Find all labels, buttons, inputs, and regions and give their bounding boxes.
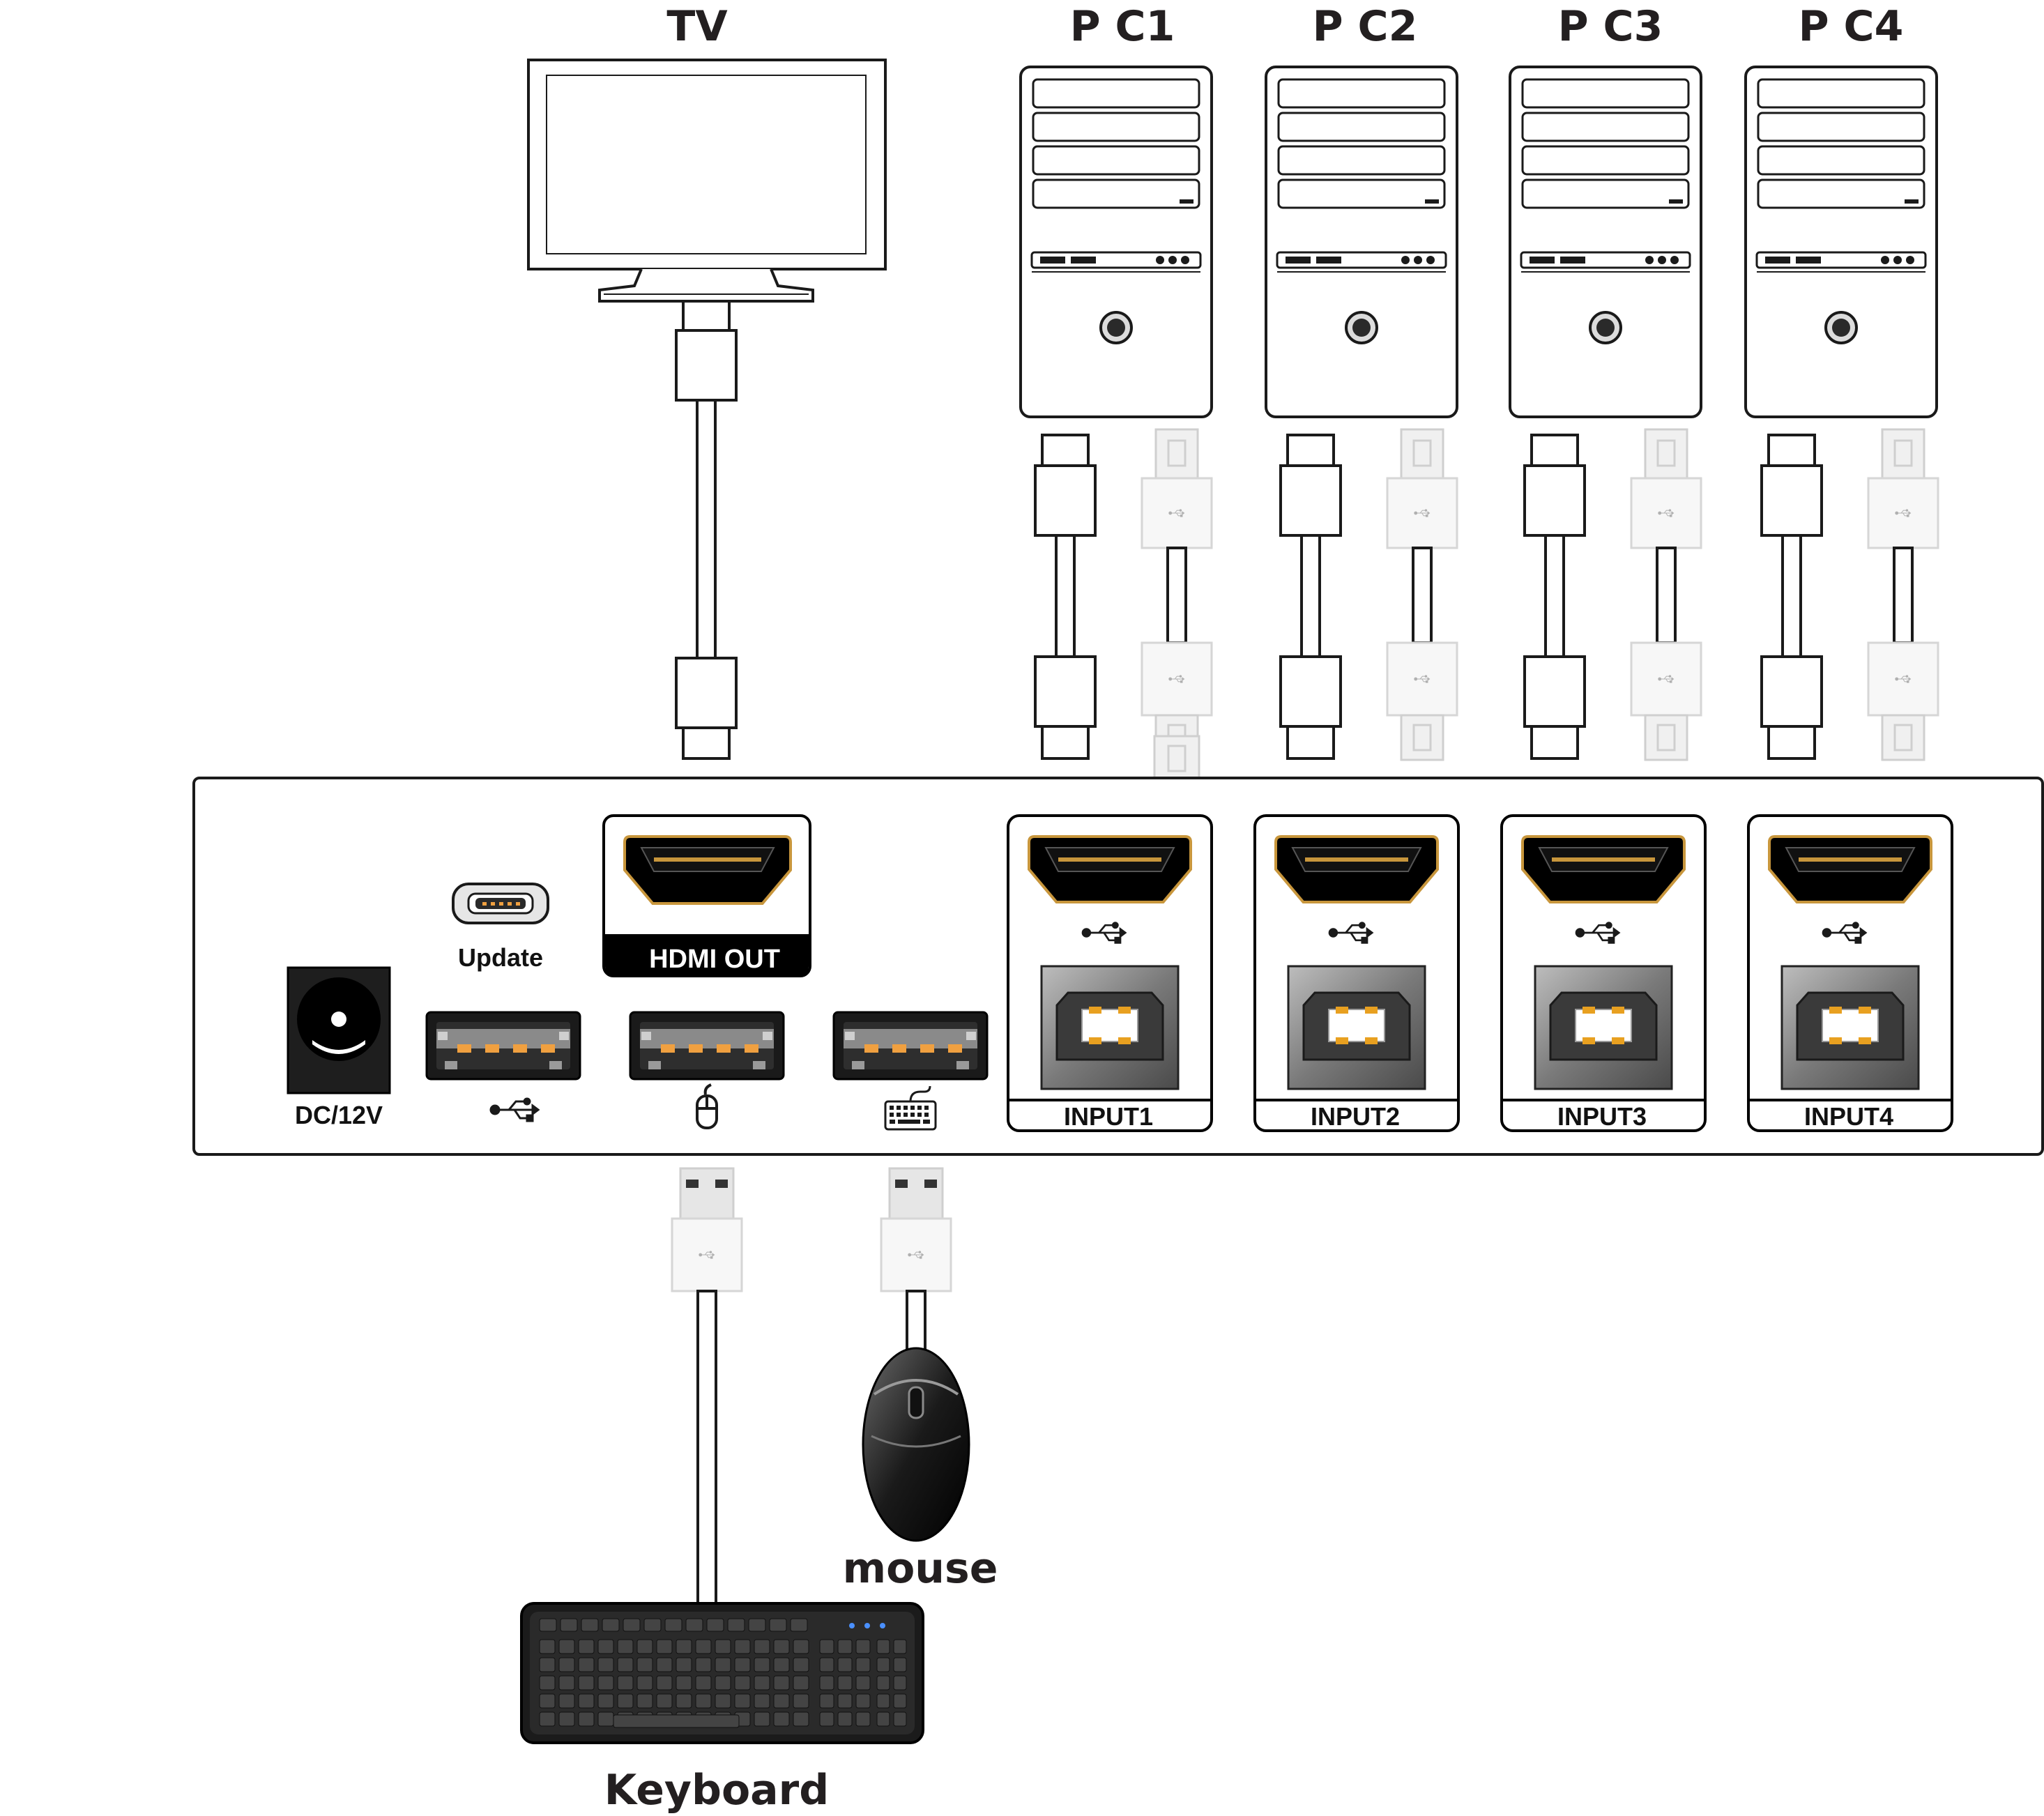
- tv-label: TV: [666, 2, 728, 51]
- pc1-hdmi-cable: [1034, 434, 1097, 760]
- keyboard-label: Keyboard: [604, 1766, 829, 1815]
- usb-b-plug-end: [1153, 735, 1200, 785]
- input3-label: INPUT3: [1557, 1102, 1647, 1131]
- keyboard-device: [520, 1602, 924, 1744]
- pc1-usb-cable: [1141, 428, 1213, 761]
- pc1-label: P C1: [1070, 2, 1175, 51]
- peripheral-cables: [671, 1167, 952, 1606]
- input1-label: INPUT1: [1064, 1102, 1153, 1131]
- input1-usb-b-port[interactable]: [1040, 965, 1180, 1090]
- input3-hdmi-port[interactable]: [1521, 835, 1686, 903]
- mouse-label: mouse: [843, 1544, 998, 1593]
- keyboard-icon: [884, 1085, 937, 1131]
- keyboard-usb-plug: [671, 1167, 743, 1292]
- hdmi-out-port[interactable]: [602, 814, 811, 977]
- input3-usb-b-port[interactable]: [1534, 965, 1673, 1090]
- mouse-device: [862, 1347, 970, 1542]
- input3-block[interactable]: [1500, 814, 1707, 1132]
- pc-tower-2: [1265, 66, 1458, 418]
- pc4-label: P C4: [1799, 2, 1904, 51]
- mouse-usb-port[interactable]: [629, 1011, 785, 1081]
- input-ports: [1007, 814, 1953, 1132]
- usb-a-port[interactable]: [425, 1011, 581, 1081]
- pc4-hdmi-cable: [1760, 434, 1823, 760]
- input4-usb-b-port[interactable]: [1780, 965, 1920, 1090]
- input4-hdmi-port[interactable]: [1768, 835, 1932, 903]
- pc2-label: P C2: [1313, 2, 1418, 51]
- pc-cables: [1034, 428, 1939, 785]
- keyboard-usb-port[interactable]: [832, 1011, 989, 1081]
- pc-tower-1: [1019, 66, 1213, 418]
- pc4-usb-cable: [1867, 428, 1939, 761]
- pc2-hdmi-cable: [1279, 434, 1342, 760]
- tv-monitor: [527, 59, 887, 303]
- usb-icon: [1328, 922, 1374, 944]
- usb-icon: [489, 1097, 540, 1122]
- input1-block[interactable]: [1007, 814, 1213, 1132]
- input1-hdmi-port[interactable]: [1028, 835, 1192, 903]
- input2-label: INPUT2: [1311, 1102, 1400, 1131]
- update-micro-usb-port[interactable]: [452, 883, 549, 924]
- usb-icon: [1822, 922, 1868, 944]
- usb-a-ports: [425, 1011, 989, 1081]
- usb-icon: [1081, 922, 1127, 944]
- pc3-usb-cable: [1630, 428, 1702, 761]
- input2-block[interactable]: [1253, 814, 1460, 1132]
- dc-label: DC/12V: [295, 1101, 383, 1129]
- dc-power-jack[interactable]: [287, 966, 391, 1094]
- pc3-label: P C3: [1558, 2, 1663, 51]
- tv-hdmi-cable: [675, 300, 738, 760]
- hdmi-out-label: HDMI OUT: [649, 945, 780, 974]
- input2-hdmi-port[interactable]: [1274, 835, 1439, 903]
- mouse-usb-plug: [880, 1167, 952, 1292]
- usb-icon: [1575, 922, 1621, 944]
- pc-tower-4: [1744, 66, 1938, 418]
- pc-towers: [1019, 66, 1938, 418]
- input4-block[interactable]: [1747, 814, 1953, 1132]
- input4-label: INPUT4: [1804, 1102, 1893, 1131]
- keyboard-cable: [696, 1290, 717, 1606]
- input2-usb-b-port[interactable]: [1287, 965, 1426, 1090]
- pc-tower-3: [1509, 66, 1702, 418]
- mouse-icon: [696, 1083, 718, 1129]
- pc2-usb-cable: [1386, 428, 1458, 761]
- update-label: Update: [458, 943, 543, 972]
- pc3-hdmi-cable: [1523, 434, 1586, 760]
